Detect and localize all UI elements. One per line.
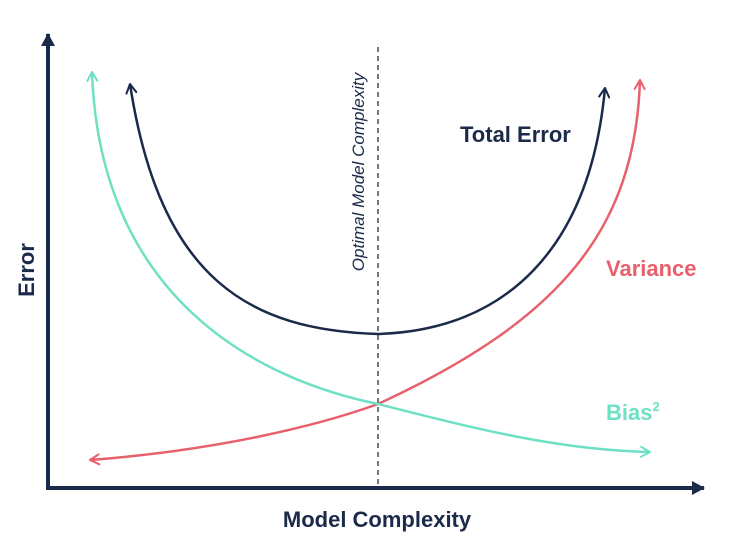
bias-squared-curve <box>86 71 651 458</box>
total-error-label: Total Error <box>460 122 571 147</box>
bias-label: Bias2 <box>606 399 660 425</box>
bias-label-superscript: 2 <box>652 399 659 414</box>
variance-label: Variance <box>606 256 697 281</box>
optimal-complexity-label: Optimal Model Complexity <box>349 71 368 271</box>
y-axis-label: Error <box>14 243 39 297</box>
x-axis-label: Model Complexity <box>283 507 472 532</box>
bias-label-text: Bias <box>606 400 652 425</box>
